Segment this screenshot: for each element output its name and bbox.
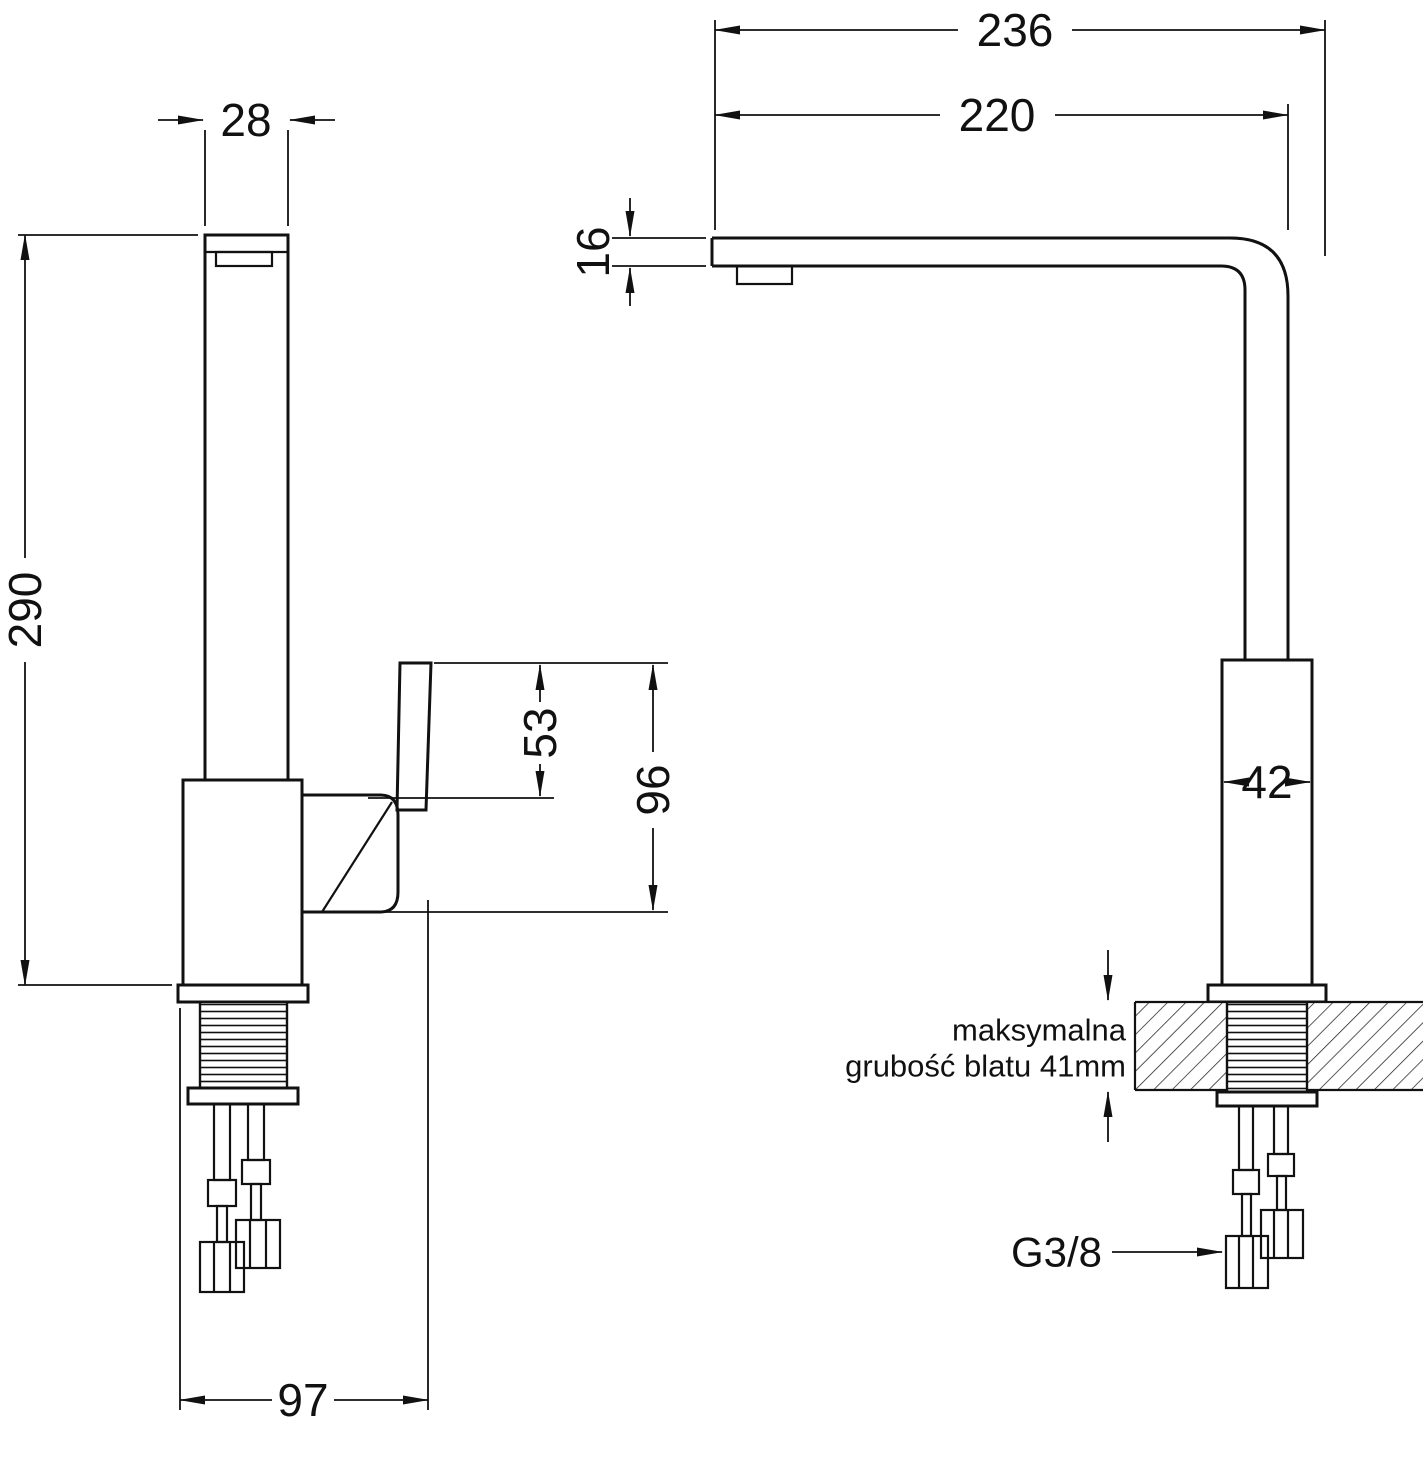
dim-total-height-label: 290	[0, 572, 51, 649]
hose-nut	[1259, 1208, 1305, 1260]
dim-total-height: 290	[0, 234, 198, 986]
counter-note-line1: maksymalna	[952, 1013, 1127, 1048]
base-and-thread	[176, 983, 310, 1106]
dim-spout-width-label: 28	[220, 94, 271, 146]
dim-spout-thickness-label: 16	[567, 226, 619, 277]
base-flange	[1206, 983, 1328, 1004]
handle-lever	[302, 661, 433, 914]
hose-nut	[234, 1218, 282, 1270]
dim-spout-reach: 220	[714, 89, 1289, 230]
thread-shank	[1225, 1000, 1309, 1094]
dim-handle-height: 96	[380, 664, 679, 913]
countertop-section	[1133, 1000, 1423, 1108]
right-view: 236 220 16 42 maksymalna grub	[567, 4, 1423, 1290]
connection-label-text: G3/8	[1011, 1229, 1102, 1276]
dim-base-depth-label: 97	[277, 1374, 328, 1426]
body-column	[1206, 658, 1328, 1004]
dim-spout-reach-label: 220	[959, 89, 1036, 141]
counter-note-line2: grubość blatu 41mm	[845, 1049, 1126, 1084]
spout-cap	[214, 250, 274, 268]
mounting-washer	[1215, 1090, 1319, 1108]
base-flange	[176, 983, 310, 1004]
faucet-body	[181, 778, 304, 987]
dim-base-depth: 97	[179, 900, 429, 1426]
cartridge	[302, 793, 400, 914]
dim-spout-width: 28	[158, 94, 335, 226]
dim-total-reach: 236	[714, 4, 1326, 256]
dim-handle-height-label: 96	[627, 764, 679, 815]
left-view: 28 290 53 96	[0, 94, 679, 1426]
dim-handle-offset: 53	[368, 662, 668, 799]
mounting-hardware	[1224, 1104, 1305, 1290]
spout-arm	[710, 236, 1290, 660]
lever-blade	[395, 661, 433, 812]
spout-column	[203, 233, 290, 782]
thread-shank	[198, 1000, 289, 1090]
mounting-hardware	[198, 1102, 282, 1294]
counter-thickness-note: maksymalna grubość blatu 41mm	[845, 950, 1127, 1142]
aerator	[735, 264, 794, 286]
connection-label: G3/8	[1011, 1229, 1223, 1276]
dim-spout-thickness: 16	[567, 198, 706, 306]
dim-body-width-label: 42	[1241, 756, 1292, 808]
dim-body-width: 42	[1223, 756, 1311, 808]
dim-handle-offset-label: 53	[514, 707, 566, 758]
mounting-washer	[186, 1086, 300, 1106]
dim-total-reach-label: 236	[977, 4, 1054, 56]
hose-nut	[1224, 1234, 1270, 1290]
